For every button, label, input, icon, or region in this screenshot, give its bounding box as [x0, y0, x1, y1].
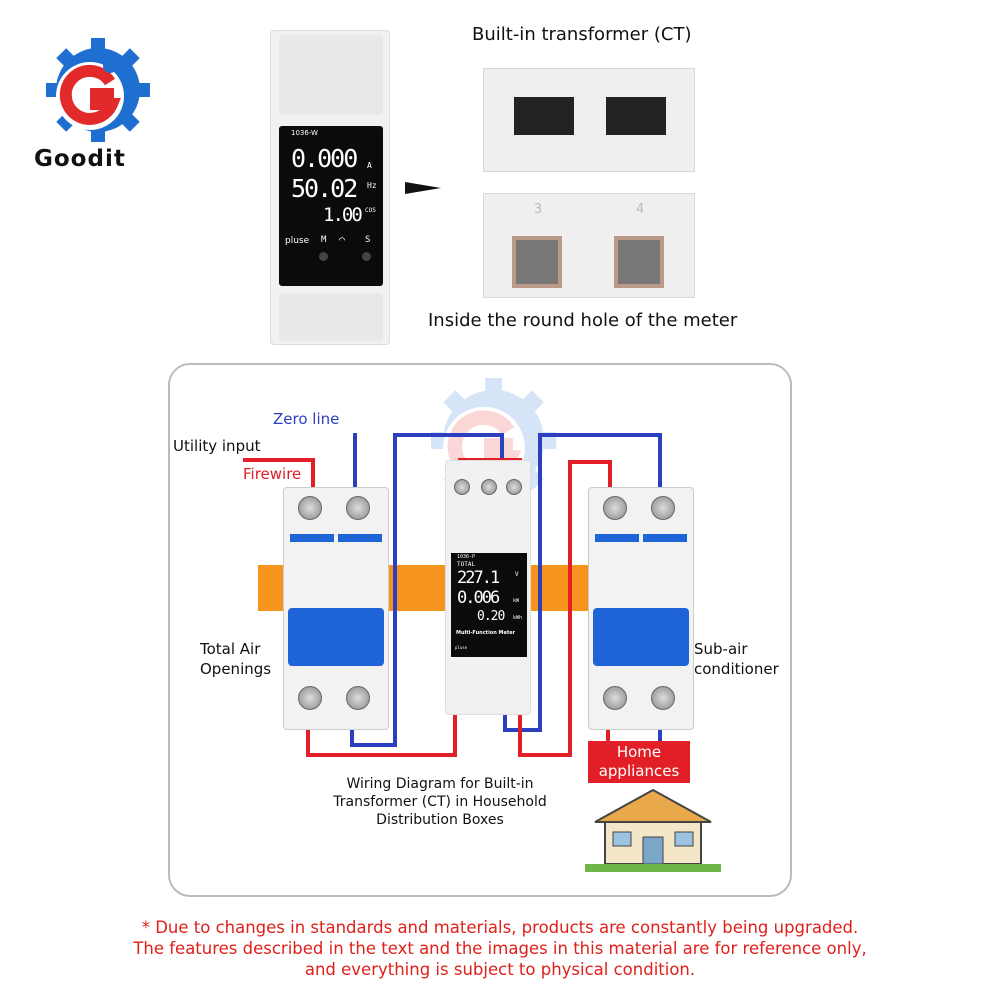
caption-line: Distribution Boxes	[376, 812, 504, 828]
brand-logo	[40, 38, 150, 146]
breaker-toggle[interactable]	[593, 608, 689, 666]
gear-logo-icon	[46, 38, 150, 142]
energy-unit: kWh	[513, 615, 523, 621]
diagram-caption: Wiring Diagram for Built-in Transformer …	[310, 775, 570, 829]
current-value: 0.000	[291, 144, 358, 173]
voltage-unit: V	[515, 571, 519, 578]
ct-title: Built-in transformer (CT)	[472, 24, 692, 45]
ct-caption: Inside the round hole of the meter	[428, 310, 738, 331]
label-line: appliances	[598, 762, 680, 780]
disclaimer-line-2: The features described in the text and t…	[133, 939, 867, 958]
arrow-icon	[405, 182, 441, 194]
m-button[interactable]	[319, 252, 328, 261]
house-icon	[585, 788, 721, 872]
meter-display: 1036-W 0.000 A 50.02 Hz 1.00 COS pluse M…	[279, 126, 383, 286]
frequency-unit: Hz	[367, 181, 377, 190]
breaker-toggle[interactable]	[288, 608, 384, 666]
disclaimer-line-1: * Due to changes in standards and materi…	[141, 918, 859, 937]
sub-breaker	[588, 487, 694, 730]
total-label: TOTAL	[457, 561, 476, 568]
firewire-in	[243, 458, 315, 492]
terminal-3-label: 3	[534, 202, 543, 217]
meter-display: 1036-P TOTAL 227.1 V 0.006 kW 0.20 kWh M…	[451, 553, 527, 657]
top-terminals	[279, 35, 383, 115]
wiring-diagram-panel	[168, 363, 792, 897]
label-line: Openings	[200, 660, 272, 678]
pf-unit: COS	[365, 207, 376, 214]
neutral-out	[503, 433, 662, 732]
wifi-icon: ◠	[339, 235, 346, 246]
brand-name: Goodit	[34, 146, 126, 172]
pulse-label: pluse	[285, 236, 310, 246]
pulse-label: pluse	[455, 645, 468, 650]
main-breaker	[283, 487, 389, 730]
ct-photo-bottom: 3 4	[483, 193, 695, 298]
frequency-value: 50.02	[291, 174, 358, 203]
multi-function-meter: 1036-P TOTAL 227.1 V 0.006 kW 0.20 kWh M…	[445, 460, 531, 715]
current-unit: A	[367, 161, 372, 170]
s-button-label: S	[365, 235, 371, 245]
live-out	[518, 460, 612, 757]
bottom-terminals	[279, 293, 383, 341]
label-line: Total Air	[200, 640, 261, 658]
model-label: 1036-W	[291, 129, 318, 137]
m-button-label: M	[321, 235, 327, 245]
meter-name: Multi-Function Meter	[456, 630, 516, 636]
live-to-meter	[306, 700, 457, 757]
firewire-label: Firewire	[243, 465, 302, 483]
label-line: conditioner	[694, 660, 779, 678]
caption-line: Wiring Diagram for Built-in	[346, 776, 534, 792]
neutral-to-meter	[350, 433, 504, 747]
voltage-value: 227.1	[457, 568, 500, 588]
sub-air-label: Sub-air conditioner	[694, 639, 779, 679]
energy-value: 0.20	[477, 609, 505, 624]
power-unit: kW	[513, 598, 520, 604]
zero-line-label: Zero line	[273, 410, 340, 428]
model-label: 1036-P	[457, 554, 476, 560]
ct-photo-top	[483, 68, 695, 172]
power-value: 0.006	[457, 588, 500, 608]
disclaimer-line-3: and everything is subject to physical co…	[304, 960, 696, 979]
caption-line: Transformer (CT) in Household	[333, 794, 547, 810]
energy-meter-product: 1036-W 0.000 A 50.02 Hz 1.00 COS pluse M…	[270, 30, 390, 345]
terminal-4-label: 4	[636, 202, 645, 217]
pf-value: 1.00	[323, 204, 363, 226]
s-button[interactable]	[362, 252, 371, 261]
utility-input-label: Utility input	[173, 437, 261, 455]
label-line: Sub-air	[694, 640, 748, 658]
label-line: Home	[616, 743, 662, 761]
